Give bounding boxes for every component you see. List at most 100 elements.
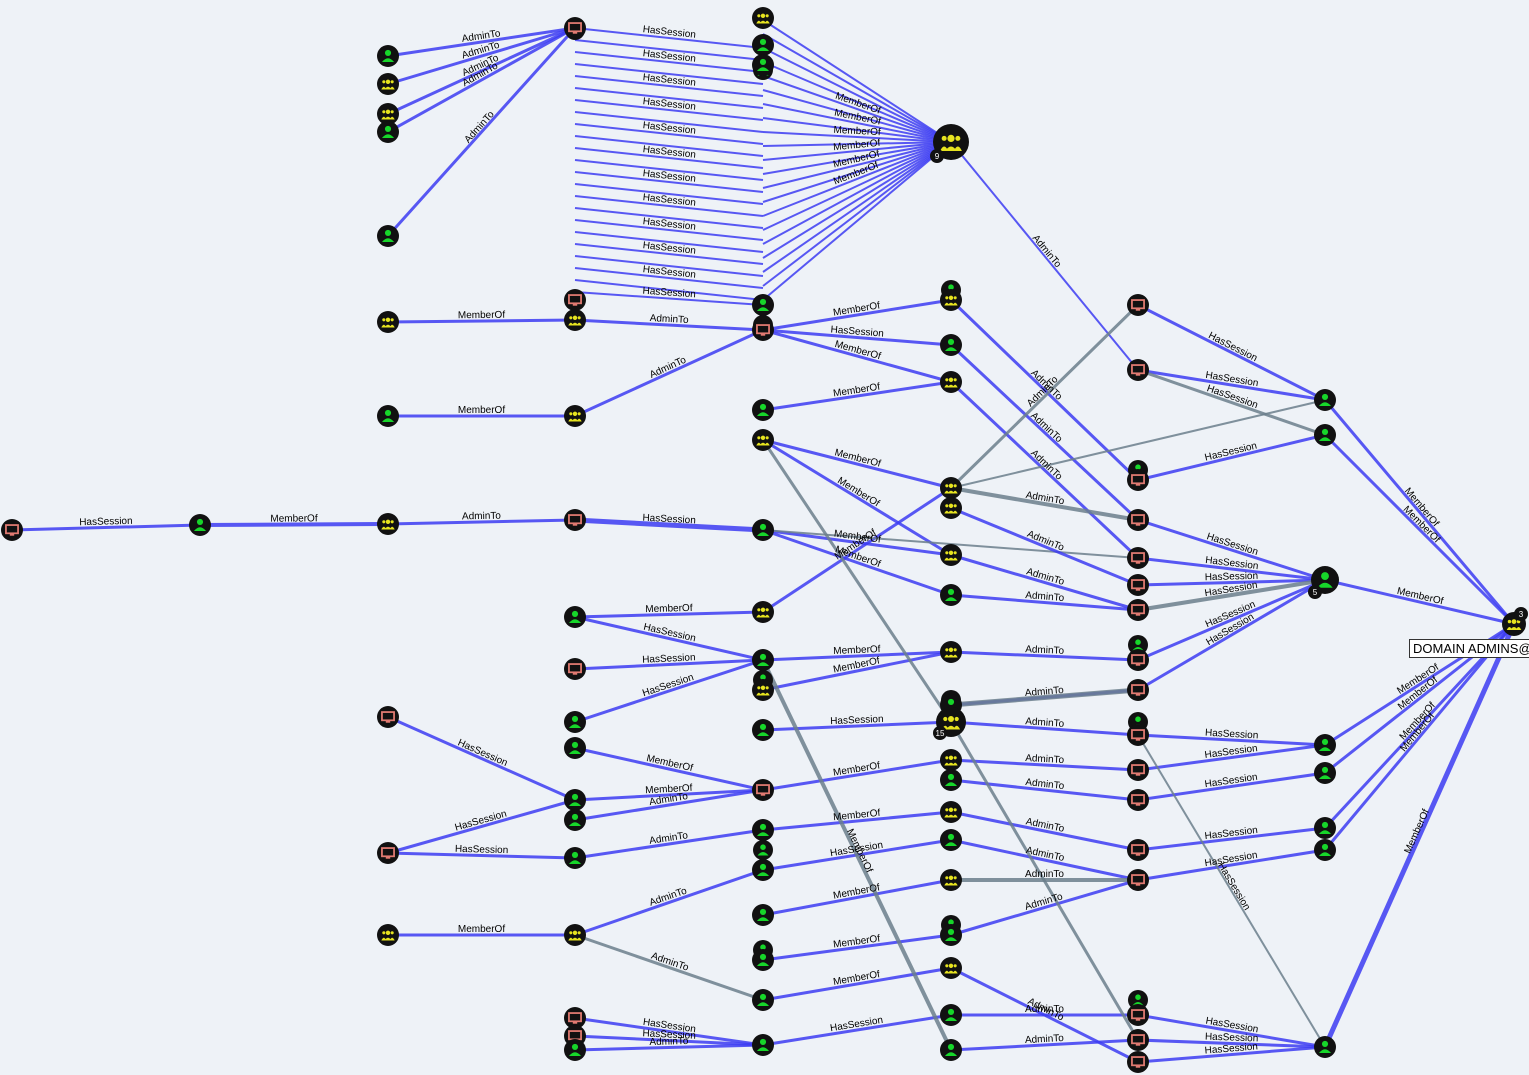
group-node[interactable] bbox=[940, 371, 962, 393]
edge[interactable] bbox=[950, 553, 1139, 612]
edge[interactable] bbox=[950, 838, 1139, 882]
computer-node[interactable] bbox=[1127, 869, 1149, 891]
user-node[interactable] bbox=[940, 769, 962, 791]
computer-node[interactable] bbox=[377, 842, 399, 864]
computer-node[interactable] bbox=[1127, 1051, 1149, 1073]
computer-node[interactable] bbox=[1127, 839, 1149, 861]
edge[interactable] bbox=[762, 966, 952, 1002]
edge[interactable] bbox=[950, 593, 1139, 612]
edge[interactable] bbox=[574, 135, 764, 157]
group-node[interactable] bbox=[940, 289, 962, 311]
computer-node[interactable] bbox=[1127, 599, 1149, 621]
edge[interactable] bbox=[387, 798, 576, 855]
computer-node[interactable] bbox=[1127, 679, 1149, 701]
edge[interactable] bbox=[1137, 733, 1326, 747]
edge[interactable] bbox=[950, 720, 1139, 737]
edge[interactable] bbox=[762, 328, 952, 347]
edge[interactable] bbox=[762, 810, 952, 832]
computer-node[interactable] bbox=[1127, 649, 1149, 671]
computer-node[interactable] bbox=[564, 658, 586, 680]
edge[interactable] bbox=[574, 219, 764, 241]
edge[interactable] bbox=[574, 318, 764, 332]
edge[interactable] bbox=[574, 788, 764, 822]
group-node[interactable] bbox=[752, 601, 774, 623]
edge[interactable] bbox=[1323, 623, 1516, 851]
edge[interactable] bbox=[387, 26, 576, 116]
user-node[interactable] bbox=[377, 225, 399, 247]
user-node[interactable] bbox=[377, 45, 399, 67]
edge[interactable] bbox=[950, 778, 1139, 802]
edge[interactable] bbox=[762, 33, 952, 143]
edge[interactable] bbox=[762, 141, 952, 301]
edge[interactable] bbox=[762, 117, 952, 143]
edge[interactable] bbox=[574, 291, 764, 306]
user-node[interactable] bbox=[1314, 817, 1336, 839]
edge[interactable] bbox=[950, 141, 1139, 371]
edge[interactable] bbox=[949, 303, 1140, 490]
computer-node[interactable] bbox=[564, 1007, 586, 1029]
user-node[interactable] bbox=[564, 606, 586, 628]
user-node[interactable] bbox=[752, 519, 774, 541]
computer-node[interactable] bbox=[1127, 574, 1149, 596]
edge[interactable] bbox=[574, 658, 764, 671]
user-node[interactable] bbox=[752, 904, 774, 926]
edge[interactable] bbox=[762, 103, 952, 143]
group-node[interactable] bbox=[377, 924, 399, 946]
stacked-node[interactable] bbox=[753, 840, 773, 860]
user-node[interactable] bbox=[1314, 389, 1336, 411]
computer-node[interactable] bbox=[1127, 294, 1149, 316]
group-node[interactable] bbox=[940, 801, 962, 823]
edge[interactable] bbox=[574, 615, 764, 662]
group-node[interactable] bbox=[940, 497, 962, 519]
group-node[interactable] bbox=[940, 641, 962, 663]
edge[interactable] bbox=[1137, 578, 1326, 612]
edge[interactable] bbox=[574, 746, 764, 792]
edge[interactable] bbox=[574, 159, 764, 181]
computer-node[interactable] bbox=[1127, 359, 1149, 381]
edge[interactable] bbox=[574, 195, 764, 217]
group-node[interactable] bbox=[377, 73, 399, 95]
edge[interactable] bbox=[574, 658, 764, 724]
user-node[interactable] bbox=[752, 34, 774, 56]
edge[interactable] bbox=[949, 343, 1140, 522]
edge[interactable] bbox=[1137, 1045, 1326, 1064]
user-node[interactable] bbox=[564, 809, 586, 831]
edge[interactable] bbox=[949, 721, 1140, 1041]
edge[interactable] bbox=[762, 131, 952, 143]
edge[interactable] bbox=[950, 486, 1139, 522]
computer-node[interactable] bbox=[564, 509, 586, 531]
edge[interactable] bbox=[387, 26, 576, 58]
user-node[interactable] bbox=[564, 711, 586, 733]
edge[interactable] bbox=[1137, 433, 1326, 482]
user-node[interactable] bbox=[1314, 762, 1336, 784]
computer-node[interactable] bbox=[752, 779, 774, 801]
edge[interactable] bbox=[387, 518, 576, 526]
edge[interactable] bbox=[762, 141, 952, 217]
edge[interactable] bbox=[574, 63, 764, 85]
edge[interactable] bbox=[574, 610, 764, 619]
edge[interactable] bbox=[1137, 556, 1326, 582]
edge[interactable] bbox=[762, 878, 952, 917]
edge[interactable] bbox=[574, 99, 764, 121]
user-node[interactable] bbox=[564, 789, 586, 811]
edge[interactable] bbox=[762, 650, 952, 692]
edge[interactable] bbox=[762, 141, 952, 147]
edge[interactable] bbox=[762, 141, 952, 259]
edge[interactable] bbox=[762, 141, 952, 287]
edge[interactable] bbox=[574, 933, 764, 1002]
edge[interactable] bbox=[762, 650, 952, 662]
user-node[interactable] bbox=[940, 1039, 962, 1061]
edge[interactable] bbox=[762, 1013, 952, 1047]
edge[interactable] bbox=[574, 1043, 764, 1052]
computer-node[interactable] bbox=[1127, 547, 1149, 569]
group-node[interactable] bbox=[752, 429, 774, 451]
edge[interactable] bbox=[762, 141, 952, 189]
edge[interactable] bbox=[762, 141, 952, 231]
edge[interactable] bbox=[574, 788, 764, 802]
edge[interactable] bbox=[1323, 399, 1516, 625]
edge[interactable] bbox=[574, 828, 764, 860]
group-node[interactable] bbox=[377, 513, 399, 535]
edge[interactable] bbox=[762, 141, 952, 273]
user-node[interactable] bbox=[189, 514, 211, 536]
